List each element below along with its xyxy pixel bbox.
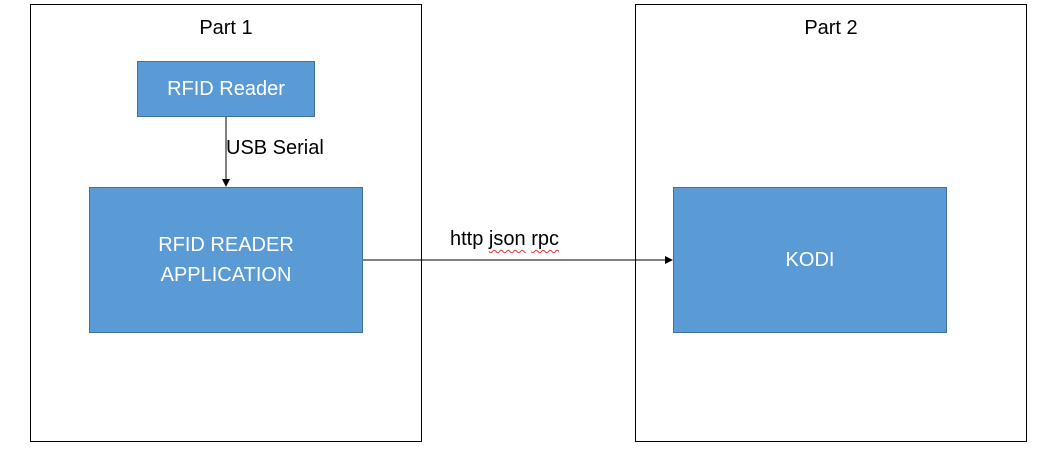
usb-serial-label: USB Serial — [226, 137, 324, 159]
rfid-app-label-line-1: RFID READER — [158, 234, 294, 256]
rfid-reader-label: RFID Reader — [167, 78, 285, 100]
part-1-title: Part 1 — [199, 17, 253, 39]
rfid-reader-node: RFID Reader — [137, 61, 315, 117]
part-2-title: Part 2 — [804, 17, 858, 39]
kodi-node: KODI — [673, 187, 947, 333]
http-word: http — [450, 228, 484, 250]
kodi-label: KODI — [785, 249, 835, 271]
http-json-rpc-label: http json rpc — [450, 228, 559, 251]
rfid-app-label-line-2: APPLICATION — [160, 264, 292, 286]
rfid-reader-application-node: RFID READER APPLICATION — [89, 187, 363, 333]
json-word: json — [488, 228, 526, 250]
rpc-word: rpc — [531, 228, 559, 250]
